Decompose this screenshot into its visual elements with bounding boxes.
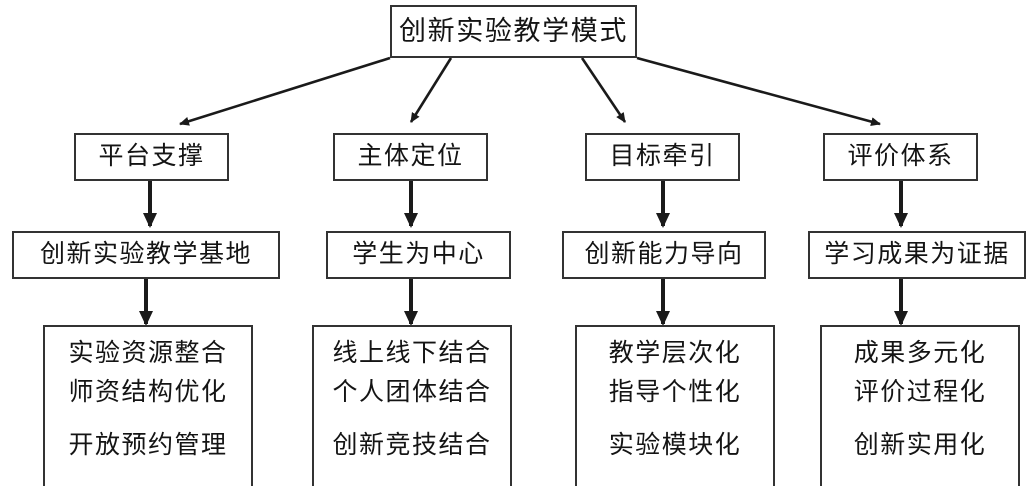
node-branch-4-level3[interactable]: 学习成果为证据 (808, 231, 1026, 279)
node-root-label: 创新实验教学模式 (399, 15, 628, 46)
node-label-line-3: 实验模块化 (608, 432, 742, 459)
node-label-line-1: 成果多元化 (853, 340, 987, 367)
node-label-line-2: 个人团体结合 (332, 379, 492, 406)
node-branch-2-level3[interactable]: 学生为中心 (326, 231, 511, 279)
node-label: 评价体系 (847, 143, 954, 171)
node-label-line-2: 师资结构优化 (68, 379, 228, 406)
node-root[interactable]: 创新实验教学模式 (390, 5, 637, 58)
node-label: 创新能力导向 (584, 241, 744, 269)
node-label-line-2: 评价过程化 (853, 379, 987, 406)
node-branch-1-level2[interactable]: 平台支撑 (74, 133, 229, 181)
node-label: 目标牵引 (609, 143, 716, 171)
node-branch-3-level4[interactable]: 教学层次化 指导个性化 实验模块化 (575, 325, 775, 486)
node-branch-4-level2[interactable]: 评价体系 (823, 133, 978, 181)
node-branch-4-level4[interactable]: 成果多元化 评价过程化 创新实用化 (820, 325, 1020, 486)
node-branch-2-level2[interactable]: 主体定位 (333, 133, 488, 181)
node-branch-3-level3[interactable]: 创新能力导向 (562, 231, 766, 279)
arrow-root-to-branch-2 (409, 57, 453, 123)
node-label-line-3: 开放预约管理 (68, 432, 228, 459)
node-label-line-3: 创新竞技结合 (332, 432, 492, 459)
node-branch-1-level4[interactable]: 实验资源整合 师资结构优化 开放预约管理 (43, 325, 253, 486)
node-label-line-1: 教学层次化 (608, 340, 742, 367)
node-label-line-2: 指导个性化 (608, 379, 742, 406)
node-branch-2-level4[interactable]: 线上线下结合 个人团体结合 创新竞技结合 (312, 325, 512, 486)
node-label: 主体定位 (357, 143, 464, 171)
node-label-line-1: 实验资源整合 (68, 340, 228, 367)
node-label-line-1: 线上线下结合 (332, 340, 492, 367)
arrow-root-to-branch-4 (636, 56, 881, 126)
node-label: 学生为中心 (352, 241, 485, 269)
arrow-root-to-branch-3 (580, 57, 627, 123)
node-label-line-3: 创新实用化 (853, 432, 987, 459)
node-label: 创新实验教学基地 (39, 241, 252, 269)
node-label: 学习成果为证据 (824, 241, 1010, 269)
node-label: 平台支撑 (98, 143, 205, 171)
node-branch-3-level2[interactable]: 目标牵引 (585, 133, 740, 181)
arrow-root-to-branch-1 (179, 56, 391, 126)
node-branch-1-level3[interactable]: 创新实验教学基地 (12, 231, 280, 279)
